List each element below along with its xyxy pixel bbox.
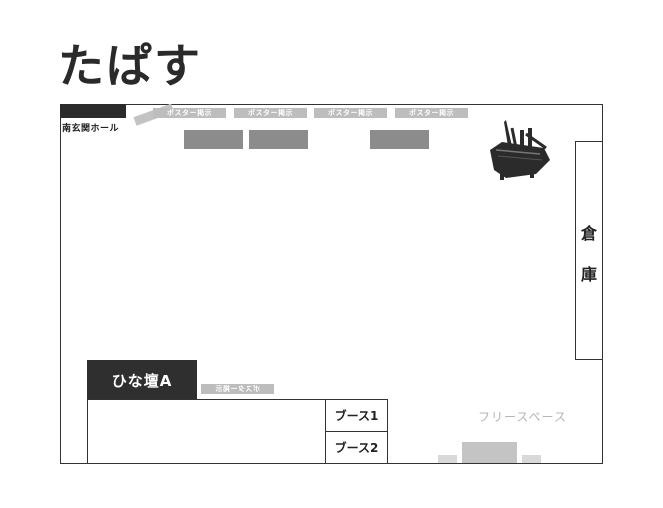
storage-label-char-2: 庫 [580, 265, 597, 284]
page-title: たぱす [58, 39, 202, 93]
free-space-label: フリースペース [478, 410, 567, 424]
poster-board-2 [249, 130, 308, 149]
free-space-table [462, 442, 517, 463]
storage-label-char-1: 倉 [580, 224, 597, 243]
poster-board-1 [184, 130, 243, 149]
booth-1: ブース1 [325, 399, 388, 432]
poster-tag-3: ポスター掲示 [314, 108, 387, 118]
free-space-seat-left [438, 455, 457, 463]
poster-tag-1: ポスター掲示 [153, 108, 226, 118]
grand-piano-icon [490, 120, 550, 180]
entrance-marker [60, 104, 126, 118]
poster-tag-4: ポスター掲示 [395, 108, 468, 118]
free-space-seat-right [522, 455, 541, 463]
poster-tag-2: ポスター掲示 [234, 108, 307, 118]
storage-room: 倉 庫 [575, 141, 603, 360]
entrance-label: 南玄関ホール [62, 124, 120, 134]
poster-board-3 [370, 130, 429, 149]
hina-stage-area [87, 399, 327, 464]
booth-2: ブース2 [325, 431, 388, 464]
hina-stage-label: ひな壇A [87, 360, 197, 400]
poster-tag-bottom: ポスター掲示 [201, 384, 274, 394]
